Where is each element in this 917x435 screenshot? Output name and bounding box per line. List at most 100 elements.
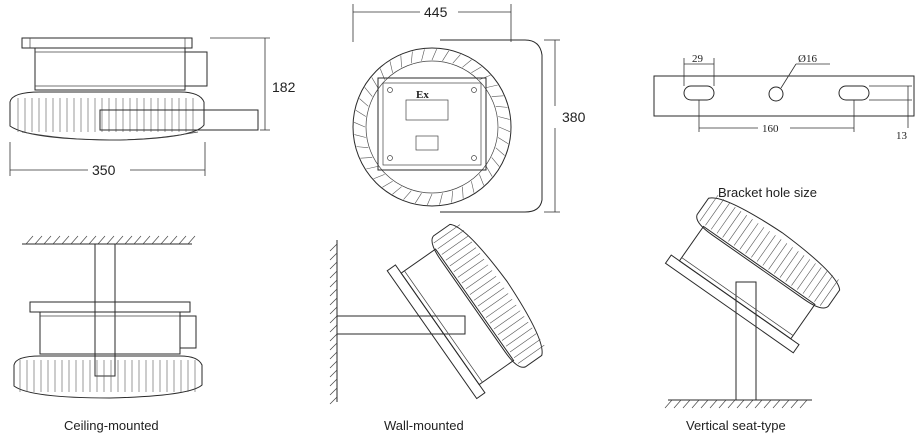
fin-line — [433, 224, 461, 244]
hatch-line — [43, 235, 52, 245]
radial-fin — [356, 146, 369, 149]
hatch-line — [329, 369, 338, 378]
hatch-line — [329, 342, 338, 351]
fin-line — [509, 333, 537, 353]
hatch-line — [329, 324, 338, 333]
fin-line — [513, 339, 541, 358]
radial-fin — [421, 49, 425, 61]
fin-line — [814, 275, 834, 302]
radial-fin — [371, 77, 379, 88]
hatch-line — [790, 399, 799, 409]
hatch-line — [329, 279, 338, 288]
hatch-line — [106, 235, 115, 245]
fin-line — [710, 202, 730, 230]
fin-line — [751, 231, 770, 258]
radial-fin — [360, 157, 373, 159]
radial-fin — [498, 116, 510, 120]
radial-fin — [431, 49, 437, 61]
radial-fin — [442, 50, 450, 61]
radial-fin — [373, 174, 385, 180]
hatch-line — [124, 235, 133, 245]
radial-fin — [498, 126, 510, 132]
front-fins — [354, 49, 510, 205]
hatch-line — [718, 399, 727, 409]
radial-fin — [471, 181, 475, 193]
fin-line — [461, 264, 489, 284]
hatch-line — [736, 399, 745, 409]
radial-fin — [498, 137, 509, 145]
radial-fin — [462, 59, 472, 68]
fin-line — [796, 263, 816, 290]
vertical-seat-type-view: Vertical seat-type — [664, 194, 841, 433]
hatch-line — [142, 235, 151, 245]
ceiling-hatch — [25, 235, 196, 245]
fin-line — [469, 276, 497, 295]
hatch-line — [329, 306, 338, 315]
fin-line — [489, 304, 517, 324]
dim-160: 160 — [762, 123, 779, 135]
wall-mounted-view: Wall-mounted — [329, 223, 545, 433]
hatch-line — [25, 235, 34, 245]
hatch-line — [673, 399, 682, 409]
vertical-fins — [699, 194, 839, 306]
hatch-line — [763, 399, 772, 409]
radial-fin — [495, 105, 508, 108]
fin-line — [449, 247, 477, 267]
dim-diameter-16: Ø16 — [798, 53, 817, 65]
radial-fin — [354, 122, 366, 128]
fin-line — [453, 253, 481, 272]
radial-fin — [400, 55, 402, 68]
fin-line — [497, 316, 525, 336]
hatch-line — [88, 235, 97, 245]
fin-line — [745, 227, 765, 254]
hatch-line — [178, 235, 187, 245]
dim-29: 29 — [692, 53, 704, 65]
radial-fin — [410, 51, 413, 64]
radial-fin — [495, 147, 505, 156]
dim-380: 380 — [562, 109, 586, 125]
fin-line — [733, 219, 753, 246]
hatch-line — [709, 399, 718, 409]
hatch-line — [329, 261, 338, 270]
fin-line — [728, 215, 748, 242]
fin-line — [808, 271, 828, 298]
fin-line — [481, 293, 509, 313]
radial-fin — [451, 190, 454, 203]
hatch-line — [97, 235, 106, 245]
hatch-line — [151, 235, 160, 245]
fin-line — [517, 344, 545, 364]
ex-marking: Ex — [416, 89, 429, 101]
wall-fins — [433, 224, 545, 364]
fin-line — [819, 279, 839, 306]
radial-fin — [479, 74, 491, 80]
fin-line — [802, 267, 822, 294]
hatch-line — [329, 315, 338, 324]
radial-fin — [479, 174, 485, 186]
wall-hatch — [329, 243, 338, 405]
dim-445: 445 — [424, 4, 448, 20]
hatch-line — [691, 399, 700, 409]
hatch-line — [700, 399, 709, 409]
hatch-line — [329, 378, 338, 387]
hatch-line — [61, 235, 70, 245]
hatch-line — [329, 270, 338, 279]
fin-line — [739, 223, 759, 250]
radial-fin — [359, 98, 369, 107]
fin-line — [785, 255, 805, 282]
hatch-line — [329, 387, 338, 396]
hatch-line — [664, 399, 673, 409]
radial-fin — [427, 193, 433, 205]
side-view: 182 350 — [9, 37, 296, 178]
hatch-line — [79, 235, 88, 245]
hatch-line — [329, 252, 338, 261]
fin-line — [457, 258, 485, 278]
radial-fin — [403, 190, 412, 200]
hatch-line — [52, 235, 61, 245]
hatch-line — [329, 243, 338, 252]
radial-fin — [485, 166, 493, 177]
hatch-line — [187, 235, 196, 245]
front-view: Ex 445 380 — [352, 4, 586, 213]
radial-fin — [491, 157, 500, 167]
fin-line — [756, 235, 776, 262]
